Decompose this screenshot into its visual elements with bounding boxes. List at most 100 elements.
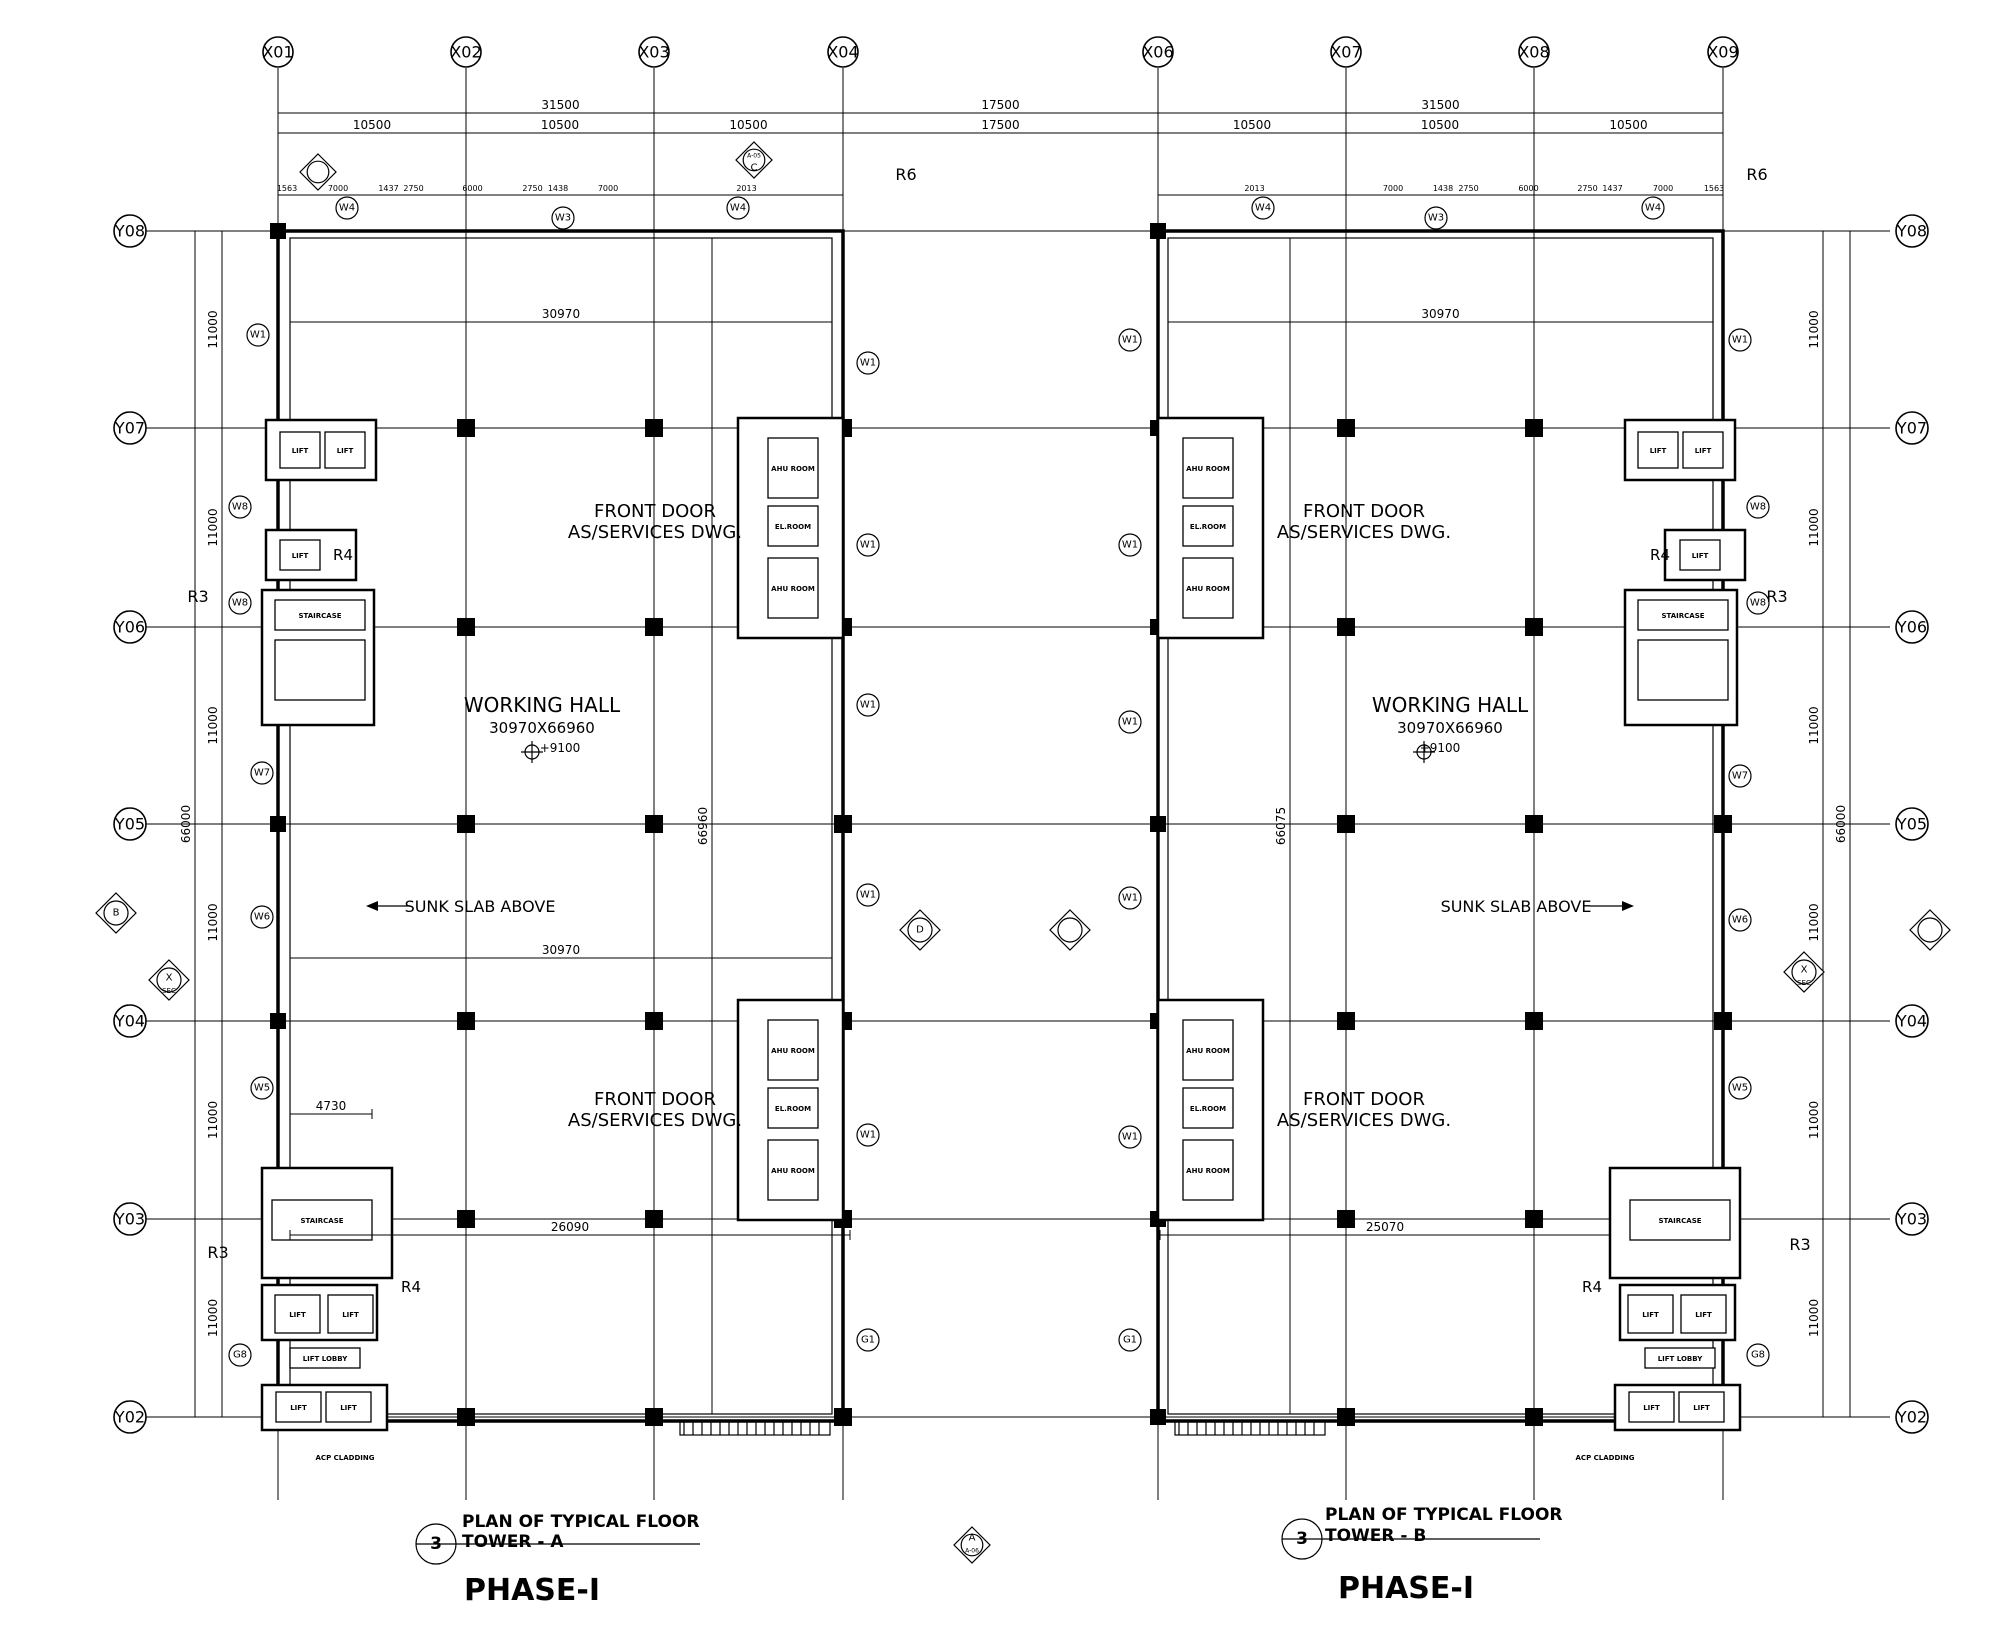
tag-b-13 xyxy=(1251,196,1275,220)
tower-a-lift-1 xyxy=(279,431,321,469)
title-b-line2: TOWER - B xyxy=(1325,1526,1426,1546)
dim-left-1-text: 11000 xyxy=(206,508,220,546)
tag-a-14-text: W3 xyxy=(555,213,571,224)
grid-bubble-right-Y02 xyxy=(1895,1400,1929,1434)
tag-b-4-text: W1 xyxy=(1122,893,1138,904)
title-a-line1: PLAN OF TYPICAL FLOOR xyxy=(462,1512,700,1532)
dim-right-2-text: 11000 xyxy=(1807,706,1821,744)
tower-b-ahu-room-2-label: AHU ROOM xyxy=(1186,1167,1230,1175)
dim-right-3-text: 11000 xyxy=(1807,903,1821,941)
tag-b-11 xyxy=(1728,1076,1752,1100)
tower-a-el-room-label: EL.ROOM xyxy=(775,1105,811,1113)
tower-b-inner xyxy=(1167,237,1714,1415)
tower-b-ahu-room-2 xyxy=(1182,1139,1234,1201)
column xyxy=(1150,223,1166,239)
tag-b-12 xyxy=(1746,1343,1770,1367)
grid-label-right-Y03: Y03 xyxy=(1896,1210,1927,1229)
section-marker-d-circle xyxy=(907,917,933,943)
column xyxy=(645,1012,663,1030)
tower-b-lift-3 xyxy=(1679,539,1721,571)
tower-b-ahu-room-2 xyxy=(1182,557,1234,619)
column xyxy=(1525,419,1543,437)
section-x-a: X xyxy=(166,973,173,984)
front-door-a1b: AS/SERVICES DWG. xyxy=(568,522,742,543)
column xyxy=(1337,1012,1355,1030)
tower-a-ahu-room-2 xyxy=(767,557,819,619)
tower-b-lift-7-label: LIFT xyxy=(1693,1404,1710,1412)
tag-b-10 xyxy=(1728,908,1752,932)
column xyxy=(270,223,286,239)
grid-label-right-Y06: Y06 xyxy=(1896,618,1927,637)
tower-a-lift-4-label: LIFT xyxy=(289,1311,306,1319)
front-door-b2: FRONT DOOR xyxy=(1303,1089,1425,1110)
tower-b-lift-3-label: LIFT xyxy=(1692,552,1709,560)
tower-b-lift-1-label: LIFT xyxy=(1650,447,1667,455)
tag-a-10-text: W6 xyxy=(254,912,270,923)
tower-b-el-room xyxy=(1182,1087,1234,1129)
dim-hall-length-b-text: 66075 xyxy=(1274,807,1288,845)
tag-b-7 xyxy=(1746,495,1770,519)
facade-seg-a-text: 7000 xyxy=(598,184,618,193)
grid-bubble-left-Y02 xyxy=(113,1400,147,1434)
tag-b-6 xyxy=(1118,1328,1142,1352)
tag-a-3-text: W1 xyxy=(860,700,876,711)
grid-label-right-Y07: Y07 xyxy=(1896,419,1927,438)
grid-label-right-Y04: Y04 xyxy=(1896,1012,1927,1031)
section-d-letter: D xyxy=(916,925,924,936)
tag-a-7 xyxy=(228,495,252,519)
dim-top-total-b-text: 31500 xyxy=(1421,98,1459,112)
dim-top-total-a-text: 31500 xyxy=(541,98,579,112)
grid-bubble-X04 xyxy=(827,36,859,68)
tag-b-9 xyxy=(1728,764,1752,788)
column xyxy=(1337,815,1355,833)
grid-bubble-left-Y06 xyxy=(113,610,147,644)
grid-bubble-right-Y03 xyxy=(1895,1202,1929,1236)
tag-r3-a2: R3 xyxy=(207,1243,228,1262)
tag-b-8-text: W8 xyxy=(1750,598,1766,609)
tower-a-ahu-room-2-label: AHU ROOM xyxy=(771,585,815,593)
tag-r4-a2: R4 xyxy=(401,1278,421,1296)
tower-b-lift-lobby xyxy=(1644,1347,1716,1369)
section-b-letter: B xyxy=(113,908,120,919)
tower-a-el-room xyxy=(767,505,819,547)
element-tags: W1W1W1W1W1W1G1W8W8W7W6W5G8W4W3W4W1W1W1W1… xyxy=(95,141,1951,1565)
column xyxy=(457,815,475,833)
hall-name-b: WORKING HALL xyxy=(1372,693,1529,717)
tower-a-lift-3 xyxy=(279,539,321,571)
dim-right-total-text: 66000 xyxy=(1834,805,1848,843)
grid-bubble-X01 xyxy=(262,36,294,68)
dim-hall-width-b-text: 30970 xyxy=(1421,307,1459,321)
tower-a-lift-1-label: LIFT xyxy=(292,447,309,455)
building-outlines xyxy=(276,229,1725,1436)
section-c-letter: C xyxy=(751,163,758,174)
tag-a-0 xyxy=(246,323,270,347)
tag-b-15-text: W4 xyxy=(1645,203,1661,214)
tag-a-4-text: W1 xyxy=(860,890,876,901)
tower-b-lift-4-label: LIFT xyxy=(1642,1311,1659,1319)
column xyxy=(1337,419,1355,437)
facade-seg-a-text: 7000 xyxy=(328,184,348,193)
facade-seg-a-text: 2750 xyxy=(403,184,423,193)
column xyxy=(1525,618,1543,636)
tag-a-3 xyxy=(856,693,880,717)
grid-label-left-Y04: Y04 xyxy=(114,1012,145,1031)
section-x-b: X xyxy=(1801,965,1808,976)
grid-label-X07: X07 xyxy=(1330,43,1361,62)
section-sec-a: SEC xyxy=(162,987,176,995)
grid-bubble-left-Y07 xyxy=(113,411,147,445)
grid-bubble-right-Y04 xyxy=(1895,1004,1929,1038)
column xyxy=(1525,1012,1543,1030)
tag-a-11 xyxy=(250,1076,274,1100)
tag-a-10 xyxy=(250,905,274,929)
tower-b-ahu-room-label: AHU ROOM xyxy=(1186,465,1230,473)
grid-bubble-X03 xyxy=(638,36,670,68)
column xyxy=(457,1210,475,1228)
facade-seg-b-text: 2750 xyxy=(1458,184,1478,193)
tag-b-14 xyxy=(1424,206,1448,230)
column xyxy=(645,1408,663,1426)
tag-a-14 xyxy=(551,206,575,230)
tower-a-lift-6 xyxy=(275,1391,322,1423)
